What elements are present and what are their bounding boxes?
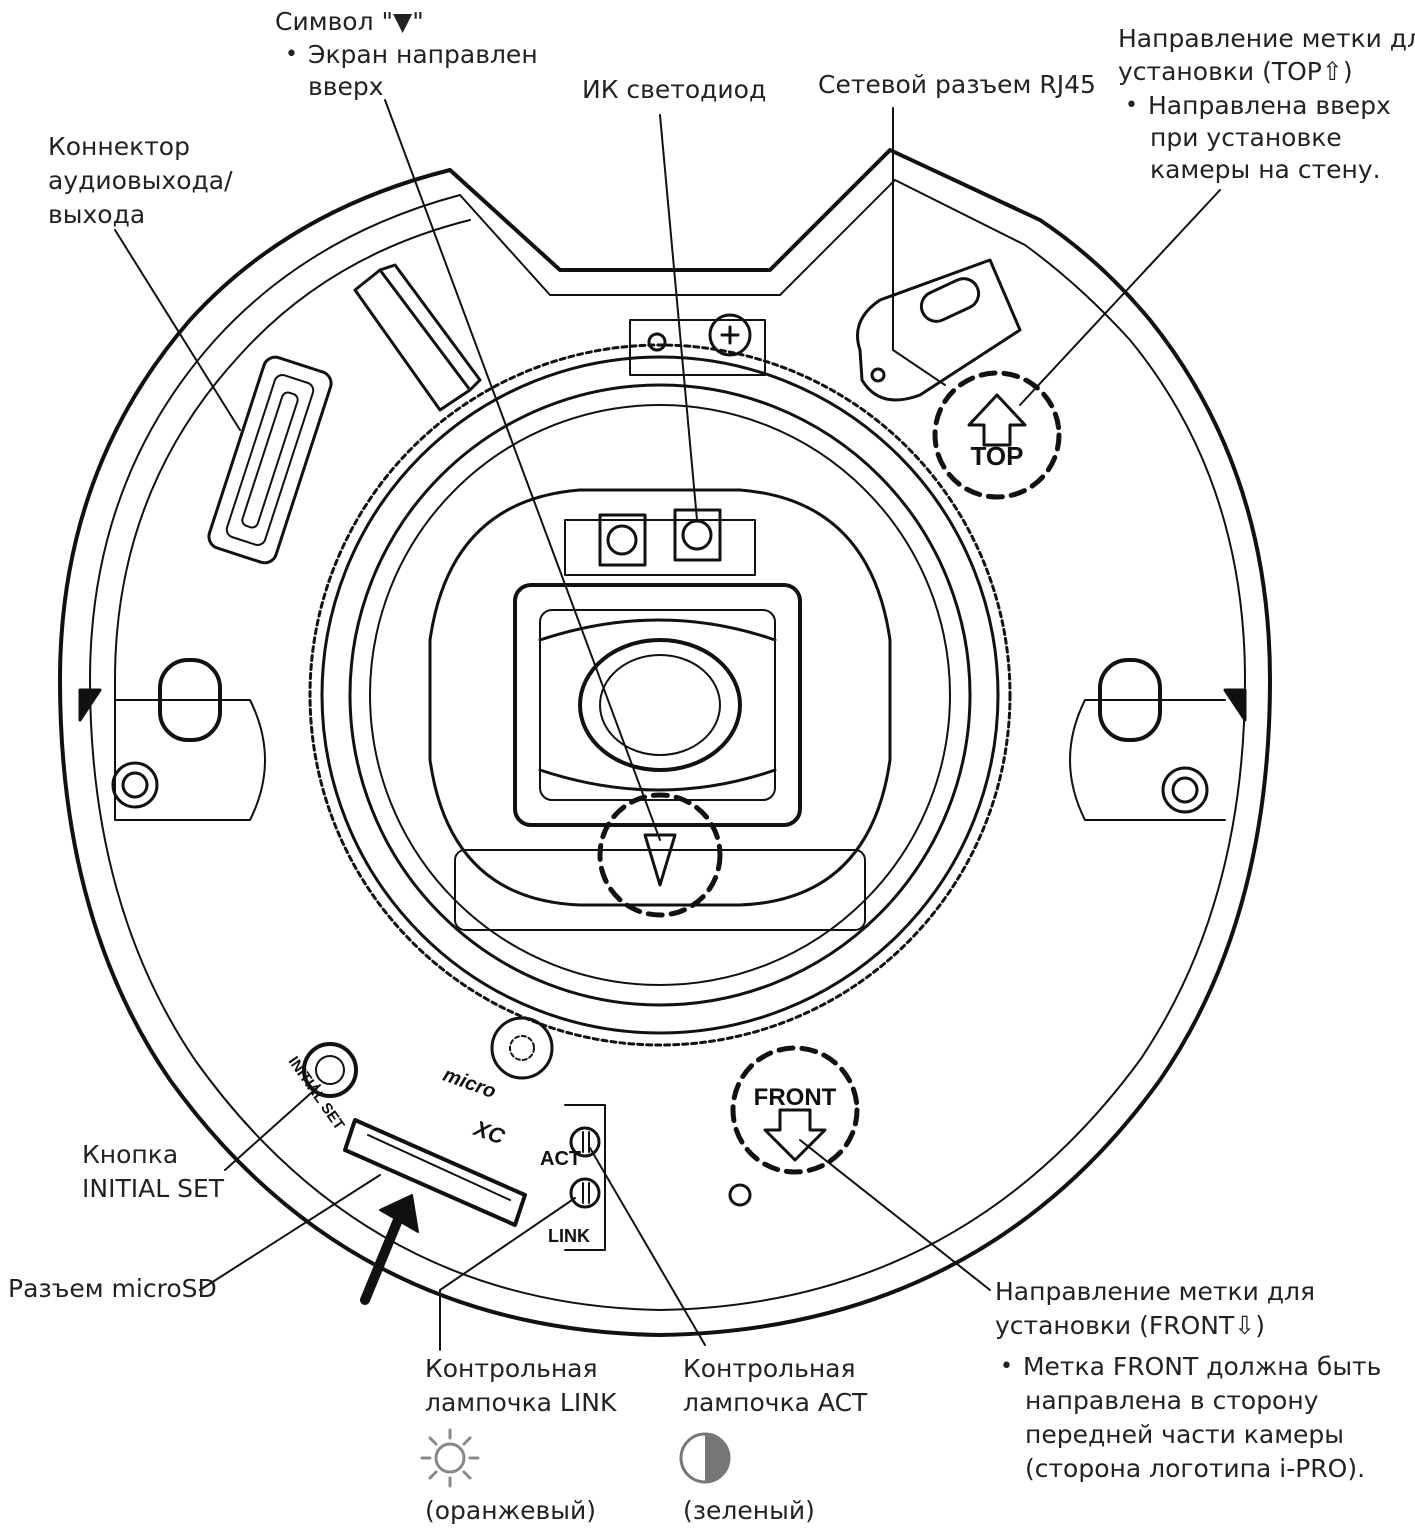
act-lamp-label-2: лампочка ACT xyxy=(683,1388,868,1417)
link-lamp-label-1: Контрольная xyxy=(425,1354,598,1383)
act-text: ACT xyxy=(540,1148,581,1170)
lens-housing xyxy=(428,488,892,931)
initial-set-label-2: INITIAL SET xyxy=(82,1174,225,1203)
leader-lines xyxy=(114,99,1221,1351)
ir-led-label: ИК светодиод xyxy=(582,75,767,104)
link-lamp-color: (оранжевый) xyxy=(425,1496,596,1525)
initial-set-label-1: Кнопка xyxy=(82,1140,179,1169)
led-lamps xyxy=(564,1104,606,1251)
front-mark-bullet2: направлена в сторону xyxy=(1025,1386,1319,1415)
top-mark-line1: Направление метки для xyxy=(1118,24,1415,53)
front-mark-bullet: •Метка FRONT должна быть xyxy=(1000,1350,1381,1384)
bracket-top-left xyxy=(353,263,482,412)
front-mark-line2: установки (FRONT⇩) xyxy=(995,1311,1265,1340)
microsd-label: Разъем microSD xyxy=(8,1274,217,1303)
top-mark-line2: установки (TOP⇧) xyxy=(1118,57,1353,86)
front-mark xyxy=(730,1045,860,1175)
camera-base xyxy=(58,148,1272,1337)
micro-text: micro xyxy=(440,1064,499,1103)
act-lamp-color: (зеленый) xyxy=(683,1496,815,1525)
device-text: TOP FRONT ACT LINK INITIAL SET micro XC xyxy=(285,441,1024,1246)
link-lamp-label-2: лампочка LINK xyxy=(425,1388,617,1417)
sun-icon xyxy=(420,1428,480,1488)
initial-set-button xyxy=(302,1042,358,1098)
front-text: FRONT xyxy=(754,1084,837,1111)
top-mark-bullet-text: Направлена вверх xyxy=(1147,91,1391,120)
xc-text: XC xyxy=(469,1115,509,1150)
top-mark-bullet2: при установке xyxy=(1150,123,1342,152)
half-circle-icon xyxy=(679,1432,731,1484)
front-mark-line1: Направление метки для xyxy=(995,1277,1316,1306)
audio-label-2: аудиовыхода/ xyxy=(48,166,233,195)
act-lamp-label-1: Контрольная xyxy=(683,1354,856,1383)
microsd-slot xyxy=(343,1118,527,1227)
link-text: LINK xyxy=(548,1226,590,1246)
top-mark-bullet3: камеры на стену. xyxy=(1150,155,1381,184)
bottom-screw xyxy=(490,1016,752,1207)
front-mark-bullet3: передней части камеры xyxy=(1025,1420,1345,1449)
audio-connector xyxy=(207,355,333,565)
audio-label-3: выхода xyxy=(48,200,146,229)
front-mark-bullet4: (сторона логотипа i-PRO). xyxy=(1025,1454,1366,1483)
symbol-label: Символ "▼" xyxy=(275,7,424,36)
gear-ring xyxy=(308,343,1012,1047)
ir-leds xyxy=(564,508,756,576)
rj45-label: Сетевой разъем RJ45 xyxy=(818,70,1096,99)
top-mark-bullet: •Направлена вверх xyxy=(1125,89,1391,123)
symbol-triangle xyxy=(597,792,723,918)
symbol-bullet: •Экран направлен xyxy=(285,38,538,72)
rj45-connector xyxy=(856,258,1022,402)
symbol-bullet-2: вверх xyxy=(308,72,384,101)
front-mark-bullet-text: Метка FRONT должна быть xyxy=(1022,1352,1382,1381)
audio-label-1: Коннектор xyxy=(48,132,190,161)
mount-holes xyxy=(78,658,1247,814)
microsd-arrow xyxy=(360,1194,419,1305)
top-text: TOP xyxy=(971,441,1024,471)
top-mark xyxy=(932,370,1062,500)
symbol-bullet-text: Экран направлен xyxy=(307,40,538,69)
